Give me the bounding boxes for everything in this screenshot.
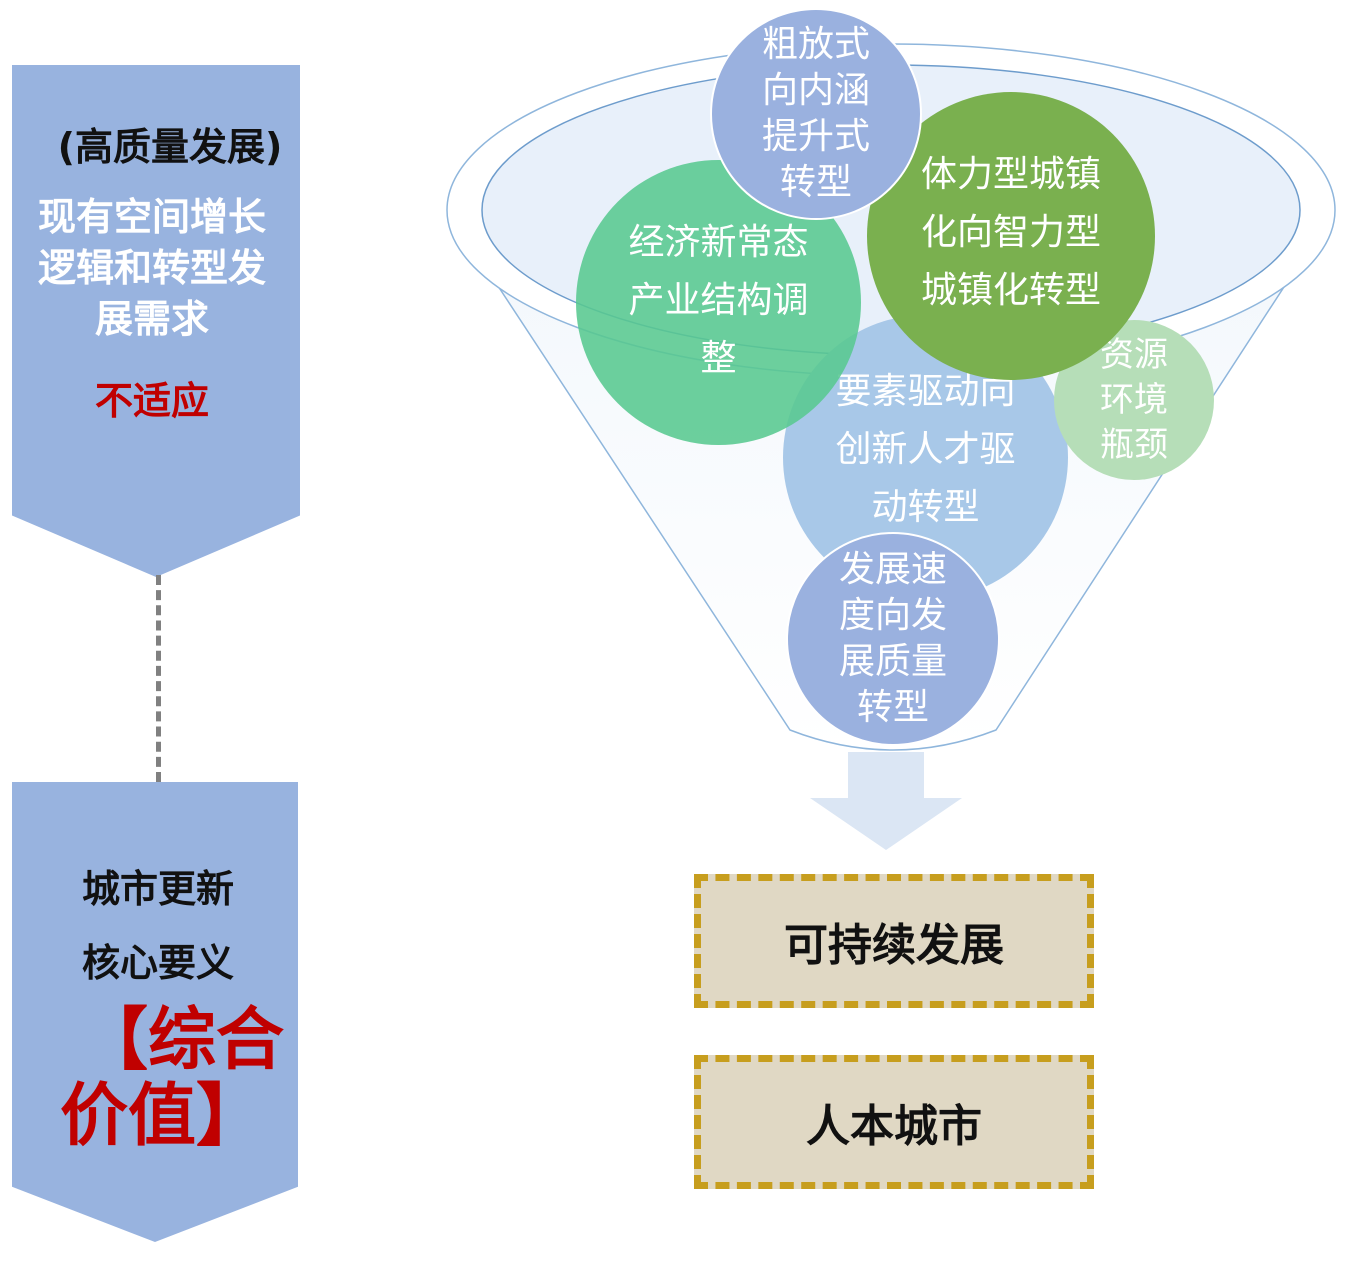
top-pentagon-arrow — [12, 65, 300, 577]
bottom-box-line1: 城市更新 — [81, 867, 234, 911]
circle-speed-line4: 转型 — [856, 687, 929, 728]
down-arrow-icon — [810, 752, 962, 850]
circle-factor-line3: 动转型 — [871, 487, 980, 528]
circle-resource-line3: 瓶颈 — [1100, 424, 1168, 465]
circle-speed-line3: 展质量 — [838, 641, 947, 682]
top-box-highlight: 不适应 — [94, 379, 209, 423]
circle-factor-line2: 创新人才驱 — [835, 429, 1016, 470]
circle-extensive-line2: 向内涵 — [761, 70, 870, 111]
result-sustainable-development: 可持续发展 — [694, 874, 1094, 1008]
circle-resource-line2: 环境 — [1100, 379, 1168, 420]
result-people-oriented-city: 人本城市 — [694, 1055, 1094, 1189]
circle-speed-line2: 度向发 — [838, 595, 947, 636]
circle-labor-to-intellect: 体力型城镇 化向智力型 城镇化转型 — [867, 92, 1155, 380]
bottom-box-text: 城市更新 核心要义 — [12, 852, 304, 1000]
circle-resource-line1: 资源 — [1100, 334, 1168, 375]
bottom-highlight-line1: 【综合 — [80, 1001, 285, 1080]
bottom-box-line2: 核心要义 — [81, 941, 234, 985]
circle-economy-line3: 整 — [700, 338, 737, 379]
top-box-line1: 现有空间增长 — [37, 195, 266, 239]
circle-extensive-to-intensive: 粗放式 向内涵 提升式 转型 — [710, 8, 922, 220]
circle-speed-line1: 发展速 — [838, 549, 947, 590]
bottom-box-highlight: 【综合 价值】 — [60, 1003, 284, 1155]
circle-labor-line3: 城镇化转型 — [920, 270, 1101, 311]
top-box-text: 现有空间增长 逻辑和转型发 展需求 — [12, 192, 292, 345]
circle-extensive-line3: 提升式 — [761, 116, 870, 157]
dashed-connector — [156, 575, 161, 782]
top-box-subtitle: (高质量发展) — [57, 125, 283, 169]
top-box-line2: 逻辑和转型发 — [37, 246, 266, 290]
circle-labor-line2: 化向智力型 — [920, 212, 1101, 253]
circle-extensive-line4: 转型 — [779, 162, 852, 203]
circle-economy-line1: 经济新常态 — [628, 222, 809, 263]
circle-speed-to-quality: 发展速 度向发 展质量 转型 — [786, 532, 1000, 746]
bottom-highlight-line2: 价值】 — [60, 1077, 265, 1156]
bottom-pentagon-arrow — [12, 782, 298, 1242]
circle-economy-line2: 产业结构调 — [628, 280, 809, 321]
circle-extensive-line1: 粗放式 — [761, 24, 870, 65]
top-box-line3: 展需求 — [94, 297, 209, 341]
circle-labor-line1: 体力型城镇 — [920, 154, 1101, 195]
